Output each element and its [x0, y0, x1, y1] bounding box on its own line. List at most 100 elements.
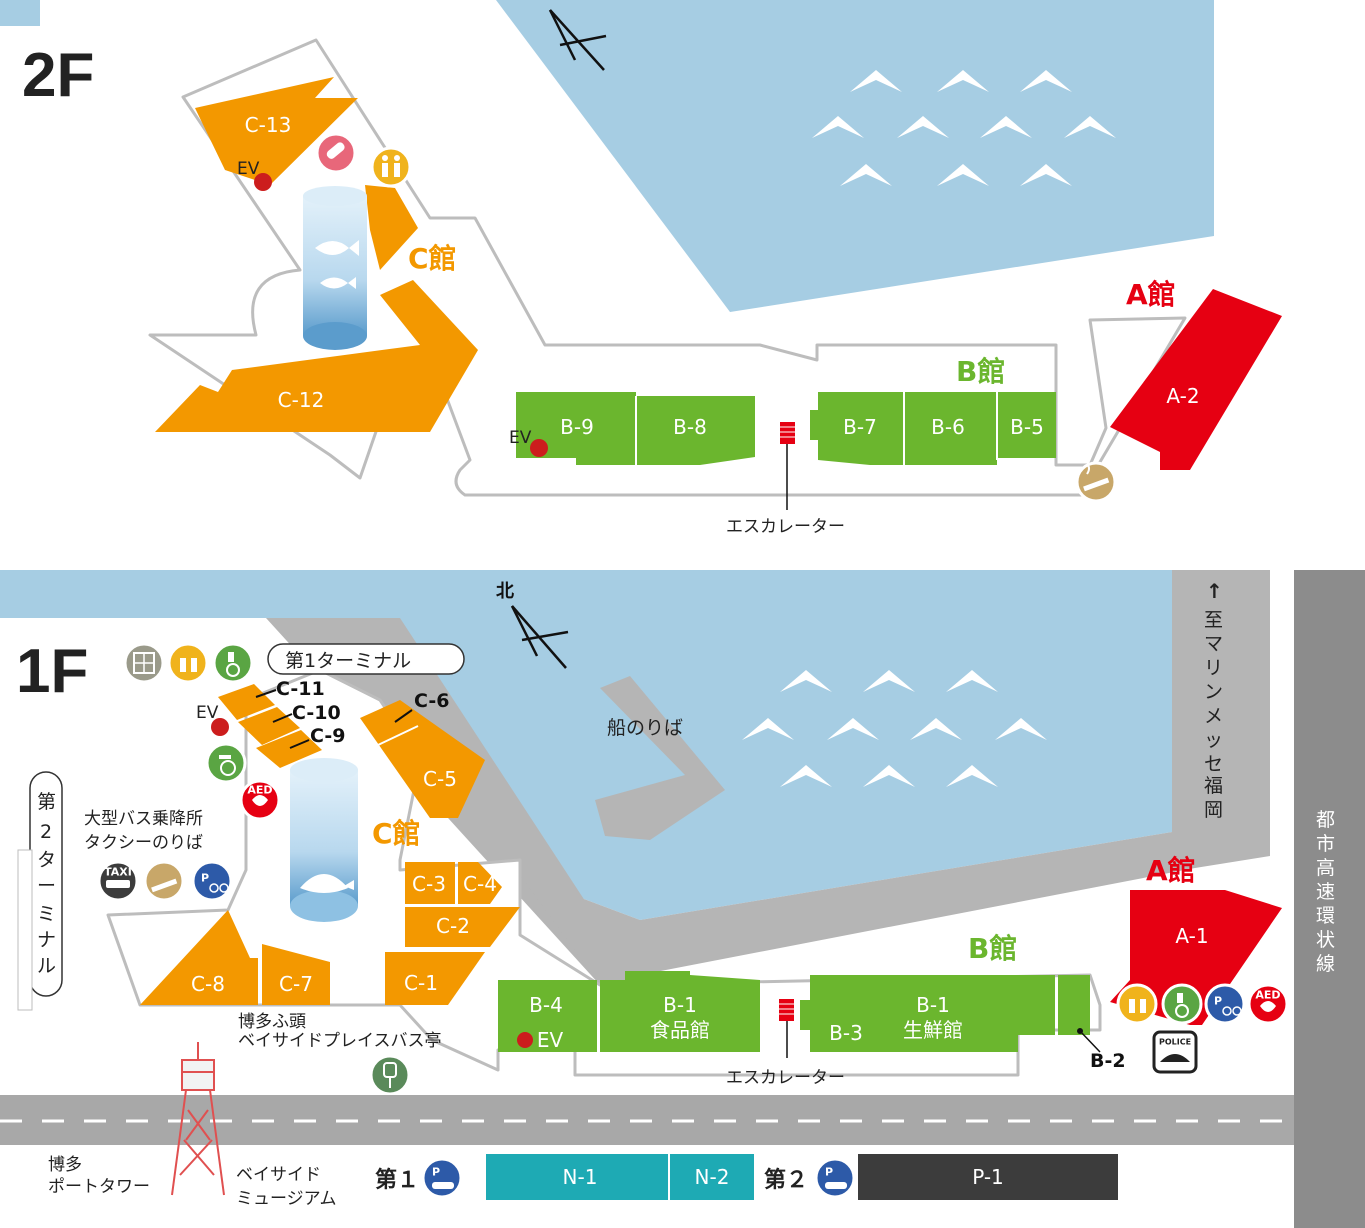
- hall-label-c-1f: C館: [372, 817, 421, 850]
- store-c1[interactable]: [385, 952, 485, 1005]
- elevator-marker-c: [254, 173, 272, 191]
- label-c8: C-8: [191, 972, 225, 996]
- ev-label-b: EV: [509, 428, 532, 448]
- svg-text:ー: ー: [37, 875, 56, 897]
- svg-text:↑: ↑: [1206, 579, 1223, 603]
- label-n1: N-1: [563, 1165, 598, 1189]
- store-c3[interactable]: [405, 862, 455, 904]
- escalator-label-1f: エスカレーター: [726, 1068, 845, 1088]
- bicycle-parking-icon: P: [191, 860, 233, 902]
- label-c2: C-2: [436, 914, 470, 938]
- smoking-area-icon: [1075, 461, 1117, 503]
- store-c6-c5[interactable]: [360, 700, 485, 818]
- bus-stop-line1: 博多ふ頭: [238, 1012, 306, 1032]
- boarding-label: 船のりば: [607, 717, 683, 739]
- svg-text:P: P: [432, 1166, 440, 1179]
- terminal2-edge: [17, 849, 33, 1011]
- svg-text:至: 至: [1204, 609, 1223, 631]
- museum-line1: ベイサイド: [236, 1165, 321, 1185]
- label-b5[interactable]: B-5: [1010, 415, 1044, 439]
- label-c9: C-9: [310, 725, 346, 747]
- label-b9[interactable]: B-9: [560, 415, 594, 439]
- svg-text:セ: セ: [1204, 753, 1223, 775]
- port-tower-line1: 博多: [48, 1155, 82, 1175]
- restroom-icon: [1116, 983, 1158, 1025]
- fish-icon: [315, 240, 359, 256]
- svg-text:メ: メ: [1204, 705, 1223, 727]
- svg-text:AED: AED: [1255, 989, 1280, 1002]
- label-c7: C-7: [279, 972, 313, 996]
- store-a2[interactable]: [1110, 289, 1282, 470]
- aquarium-tube-2f: [303, 186, 367, 350]
- label-b6[interactable]: B-6: [931, 415, 965, 439]
- police-box-icon: POLICE: [1152, 1030, 1198, 1074]
- escalator-label-2f: エスカレーター: [726, 517, 845, 537]
- smoking-area-icon: [143, 860, 185, 902]
- label-b8[interactable]: B-8: [673, 415, 707, 439]
- fish-icon: [320, 277, 356, 289]
- highway-bar: [1294, 570, 1365, 1228]
- label-c5: C-5: [423, 767, 457, 791]
- parking1-label: 第１: [375, 1167, 419, 1193]
- label-b1-food-sub: 食品館: [650, 1018, 710, 1042]
- wheelchair-icon: [205, 742, 247, 784]
- svg-text:市: 市: [1316, 833, 1335, 855]
- elevator-marker-c-1f: [211, 718, 229, 736]
- store-c-middle: [365, 185, 418, 270]
- parking-n1[interactable]: [486, 1154, 668, 1200]
- hall-label-b-2f: B館: [956, 355, 1005, 388]
- svg-text:POLICE: POLICE: [1159, 1038, 1191, 1047]
- store-c4[interactable]: [458, 862, 502, 904]
- parking-p1[interactable]: [858, 1154, 1118, 1200]
- label-c12: C-12: [278, 388, 325, 412]
- label-c1: C-1: [404, 971, 438, 995]
- svg-text:AED: AED: [247, 784, 272, 797]
- ev-label-c-1f: EV: [196, 703, 219, 723]
- svg-text:P: P: [825, 1166, 833, 1179]
- svg-text:福: 福: [1204, 775, 1223, 797]
- floor-1f: 北 1F C-11 C-10 C-9 C-6 C-5 C-3 C-4 C-2 C…: [0, 570, 1365, 1228]
- store-c7[interactable]: [262, 944, 330, 1005]
- waves-1f: [742, 670, 1047, 787]
- label-c4: C-4: [463, 872, 497, 896]
- store-b1-fresh[interactable]: [800, 975, 1055, 1052]
- multipurpose-restroom-icon: [1161, 983, 1203, 1025]
- bus-stop-icon: [369, 1054, 411, 1096]
- escalator-marker-2f: [780, 422, 795, 510]
- label-b3: B-3: [829, 1021, 863, 1045]
- aed-icon: AED: [239, 779, 281, 821]
- label-b7[interactable]: B-7: [843, 415, 877, 439]
- label-c10: C-10: [292, 702, 341, 724]
- sea-1f: [346, 570, 1172, 920]
- hall-label-b-1f: B館: [968, 932, 1017, 965]
- terminal1-label: 第1ターミナル: [285, 650, 411, 672]
- aed-icon: AED: [1247, 983, 1289, 1025]
- store-c13[interactable]: [195, 77, 358, 185]
- bus-stop-line2: ベイサイドプレイスバス亭: [238, 1031, 442, 1051]
- nursing-icon: [315, 132, 357, 174]
- svg-text:ミ: ミ: [37, 903, 56, 925]
- floor-2f: 2F C-13 C-12 EV C館 B館: [0, 0, 1282, 537]
- store-c2[interactable]: [405, 907, 520, 947]
- svg-text:状: 状: [1316, 929, 1335, 951]
- car-parking-icon: P: [421, 1157, 463, 1199]
- store-c11[interactable]: [218, 684, 275, 720]
- parking-n2[interactable]: [670, 1154, 754, 1200]
- road-pier: [595, 676, 725, 840]
- label-b2: B-2: [1090, 1050, 1126, 1072]
- svg-text:ル: ル: [37, 955, 56, 977]
- label-n2: N-2: [695, 1165, 730, 1189]
- hall-label-a-2f: A館: [1126, 278, 1176, 311]
- store-c12[interactable]: [155, 280, 478, 432]
- svg-text:マ: マ: [1204, 633, 1223, 655]
- north-arrow-2f: [548, 9, 607, 71]
- store-b1-food[interactable]: [600, 971, 760, 1052]
- store-c9[interactable]: [256, 730, 322, 768]
- label-b1-fresh-sub: 生鮮館: [903, 1018, 963, 1042]
- store-c8[interactable]: [140, 910, 258, 1005]
- label-b1-fresh: B-1: [916, 993, 950, 1017]
- escalator-marker-1f: [779, 999, 794, 1058]
- terminal1-pill[interactable]: [267, 643, 465, 675]
- multipurpose-restroom-icon: [212, 642, 254, 684]
- store-b7-b5: [810, 392, 1056, 465]
